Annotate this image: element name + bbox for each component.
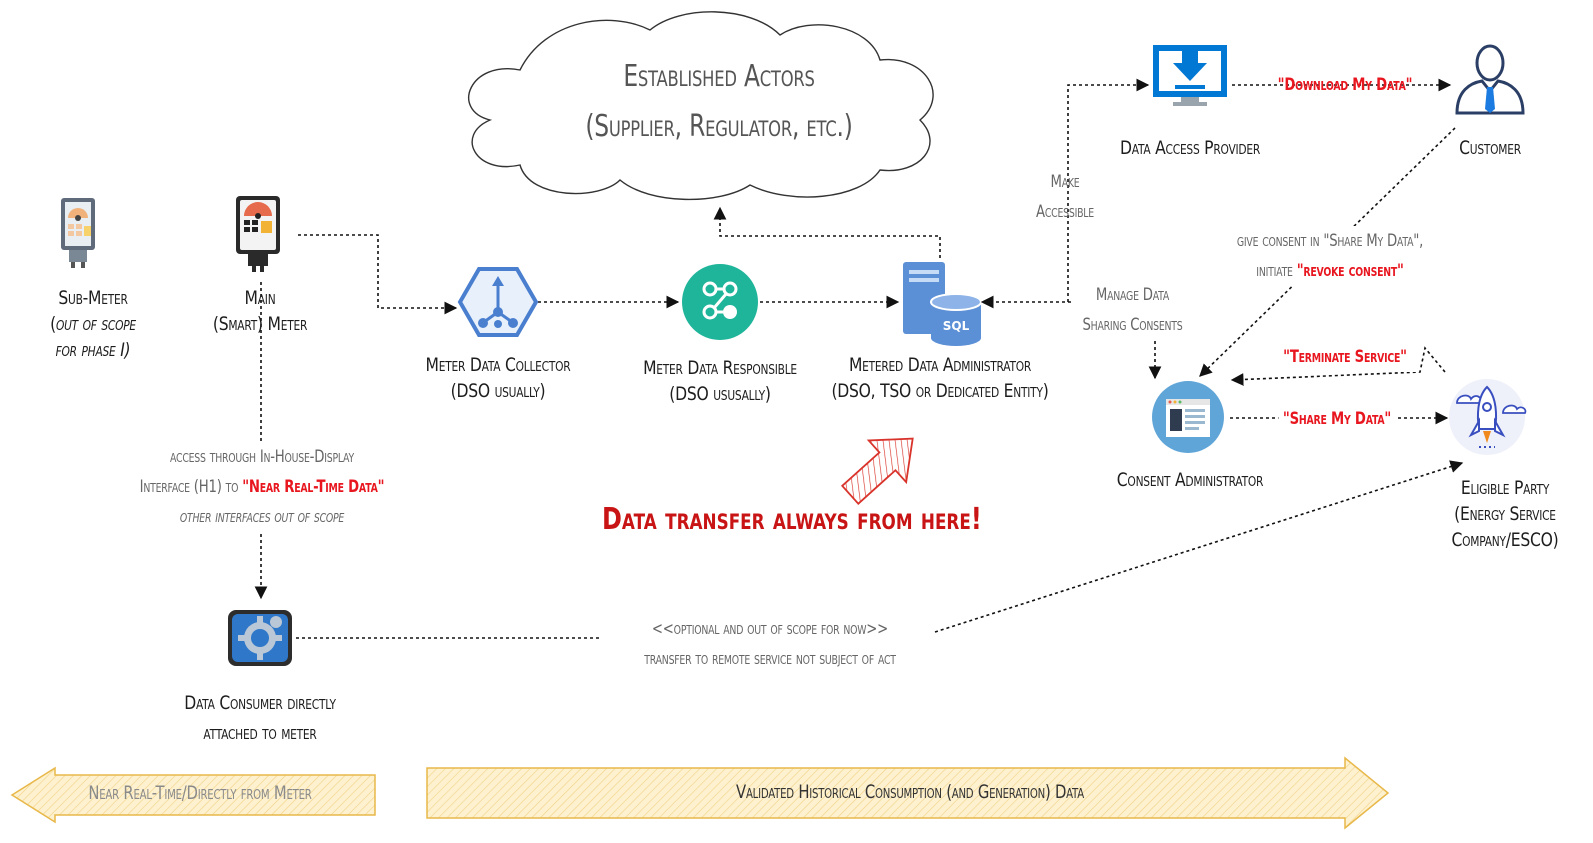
give-consent-line-2: initiate "revoke consent" — [1256, 261, 1404, 281]
mdr-subtitle: (DSO ususally) — [669, 383, 771, 405]
hexagon-network-icon — [457, 267, 539, 337]
consent-admin-title: Consent Administrator — [1116, 469, 1264, 491]
customer-label: Customer — [1441, 135, 1539, 161]
access-line-1: access through In-House-Display — [170, 447, 354, 467]
access-line-2: Interface (H1) to "Near Real-Time Data" — [139, 477, 385, 497]
person-icon — [1455, 44, 1525, 115]
give-consent-label: give consent in "Share My Data", initiat… — [1213, 226, 1447, 286]
sub-meter-title: Sub-Meter — [58, 287, 128, 309]
mdc-subtitle: (DSO usually) — [450, 380, 546, 402]
near-realtime-band — [10, 766, 376, 824]
consumer-title: Data Consumer directly — [184, 692, 336, 714]
dap-to-mda-arrow — [980, 78, 1150, 309]
established-actors-cloud — [468, 11, 934, 201]
eligible-line-2: (Energy Service — [1454, 503, 1556, 525]
manage-consents-label: Manage Data Sharing Consents — [1072, 280, 1193, 340]
sql-server-icon: SQL — [903, 262, 982, 346]
eligible-line-3: Company/ESCO) — [1451, 529, 1559, 551]
dap-label: Data Access Provider — [1108, 135, 1272, 161]
make-accessible-label: Make Accessible — [1022, 167, 1108, 227]
main-meter-subtitle: (Smart) Meter — [212, 313, 308, 335]
optional-transfer-label: <<optional and out of scope for now>> tr… — [606, 614, 934, 674]
manage-consents-line-1: Manage Data — [1095, 285, 1170, 305]
mda-subtitle: (DSO, TSO or Dedicated Entity) — [831, 380, 1049, 402]
mda-title: Metered Data Administrator — [848, 354, 1032, 376]
customer-to-consent-arrow — [1199, 127, 1456, 377]
data-transfer-callout: Data transfer always from here! — [602, 502, 982, 537]
gear-settings-icon — [228, 610, 292, 666]
browser-window-icon — [1152, 381, 1224, 453]
sub-meter-scope: (out of scope — [50, 313, 136, 335]
consent-admin-label: Consent Administrator — [1104, 467, 1276, 493]
svg-text:SQL: SQL — [943, 319, 970, 333]
cloud-line-2: (Supplier, Regulator, etc.) — [585, 109, 853, 144]
sub-meter-phase: for phase I) — [55, 339, 131, 361]
historical-data-band — [426, 756, 1390, 830]
consumer-label: Data Consumer directly attached to meter — [170, 688, 350, 748]
meter-to-mdc-arrow — [298, 234, 458, 315]
access-line-3: other interfaces out of scope — [179, 507, 345, 527]
make-accessible-line-2: Accessible — [1036, 202, 1094, 222]
make-accessible-line-1: Make — [1050, 172, 1080, 192]
dap-title: Data Access Provider — [1119, 137, 1261, 159]
main-meter-title: Main — [244, 287, 276, 309]
smart-meter-icon — [236, 196, 280, 272]
mda-to-cloud-arrow — [713, 206, 941, 258]
main-meter-label: Main (Smart) Meter — [194, 285, 325, 337]
consumer-to-eligible-arrow — [296, 463, 1462, 639]
download-my-data-label: "Download My Data" — [1277, 75, 1413, 95]
near-realtime-band-label: Near Real-Time/Directly from Meter — [88, 782, 312, 804]
historical-band-label: Validated Historical Consumption (and Ge… — [736, 781, 1084, 803]
eligible-party-label: Eligible Party (Energy Service Company/E… — [1439, 475, 1570, 553]
mda-label: Metered Data Administrator (DSO, TSO or … — [825, 352, 1055, 404]
sub-meter-icon — [61, 198, 95, 268]
rocket-icon — [1449, 379, 1527, 455]
mdc-title: Meter Data Collector — [425, 354, 571, 376]
access-through-label: access through In-House-Display Interfac… — [129, 442, 395, 532]
download-monitor-icon — [1153, 45, 1227, 106]
consumer-subtitle: attached to meter — [203, 722, 317, 744]
sub-meter-label: Sub-Meter (out of scope for phase I) — [27, 285, 158, 363]
flow-circle-icon — [682, 264, 758, 340]
eligible-title: Eligible Party — [1460, 477, 1550, 499]
mdc-label: Meter Data Collector (DSO usually) — [416, 352, 580, 404]
optional-line-2: transfer to remote service not subject o… — [644, 649, 896, 669]
cloud-title: Established Actors (Supplier, Regulator,… — [563, 52, 875, 152]
give-consent-line-1: give consent in "Share My Data", — [1236, 231, 1424, 251]
mdr-label: Meter Data Responsible (DSO ususally) — [626, 355, 815, 407]
optional-line-1: <<optional and out of scope for now>> — [651, 619, 889, 639]
share-my-data-label: "Share My Data" — [1278, 404, 1396, 434]
customer-title: Customer — [1459, 137, 1521, 159]
cloud-line-1: Established Actors — [623, 59, 815, 94]
red-callout-arrow — [840, 437, 914, 505]
manage-consents-line-2: Sharing Consents — [1082, 315, 1183, 335]
terminate-service-arrow — [1230, 346, 1446, 386]
terminate-service-label: "Terminate Service" — [1270, 342, 1420, 372]
mdr-title: Meter Data Responsible — [643, 357, 797, 379]
